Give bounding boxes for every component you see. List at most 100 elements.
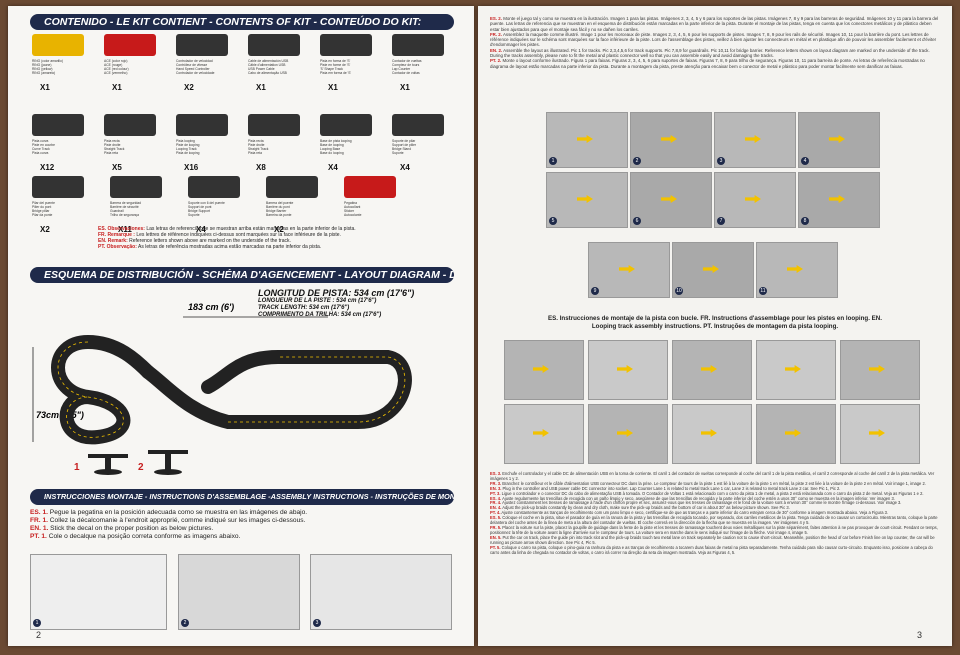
kit-item: Controlador de velocidad Contrôleur de v… (176, 34, 242, 104)
instr-es-5: ES. 5. Coloque el coche en la pista, sit… (490, 515, 938, 526)
intro-en: EN. 2. Assemble the layout as illustrate… (490, 47, 930, 59)
yellow-arrow-icon (617, 365, 633, 373)
left-page-number: 2 (36, 630, 42, 640)
looping-photo (588, 340, 668, 400)
kit-item: Pegatina Autocollant Sticker Autocolante (344, 176, 416, 246)
length-en: TRACK LENGTH: 534 cm (17'6") (258, 305, 350, 311)
assembly-step-1-text: ES. 1. Pegue la pegatina en la posición … (30, 509, 460, 541)
looping-photo (504, 404, 584, 464)
photo-number: 4 (801, 157, 809, 165)
track-layout-diagram (32, 316, 412, 445)
yellow-arrow-icon (577, 195, 593, 203)
kit-item-label: Soporte de pilar Support de pilier Bridg… (392, 139, 417, 155)
kit-item-quantity: X11 (118, 225, 132, 234)
kit-item-quantity: X2 (184, 83, 194, 92)
photo-number: 11 (759, 287, 767, 295)
length-pt: COMPRIMENTO DA TRILHA: 534 cm (17'6") (258, 312, 382, 318)
kit-item-quantity: X4 (196, 225, 206, 234)
kit-item-quantity: X12 (40, 163, 55, 172)
kit-item-image (110, 176, 162, 198)
support-photo: 5 (546, 172, 628, 228)
kit-item: ACE (color rojo) ACE (rouge) ACE (red co… (104, 34, 170, 104)
yellow-arrow-icon (701, 365, 717, 373)
sticker-step-2: 2 (178, 554, 300, 630)
kit-item-label: RING (color amarillo) RING (jaune) RING … (32, 59, 63, 75)
assembly-banner: INSTRUCCIONES MONTAJE - INSTRUCTIONS D'A… (30, 489, 454, 505)
intro-pt: PT. 2. Monte o layout conforme ilustrado… (490, 58, 925, 69)
right-page: ES. 2. Monte el juego tal y como se mues… (478, 6, 952, 646)
kit-item-image (176, 114, 228, 136)
layout-banner: ESQUEMA DE DISTRIBUCIÓN - SCHÉMA D'AGENC… (30, 267, 454, 283)
kit-item: RING (color amarillo) RING (jaune) RING … (32, 34, 98, 104)
support-photo: 10 (672, 242, 754, 298)
looping-photo (672, 340, 752, 400)
kit-item-quantity: X1 (256, 83, 266, 92)
yellow-arrow-icon (533, 365, 549, 373)
support-photo: 6 (630, 172, 712, 228)
obs-es: ES. Observaciones: Las letras de referen… (98, 226, 356, 232)
kit-item-label: Soporte con 6 del puente Support de pont… (188, 201, 225, 217)
obs-en: EN. Remark: Reference letters shown abov… (98, 238, 291, 244)
kit-item-quantity: X4 (400, 163, 410, 172)
photo-number: 2 (633, 157, 641, 165)
left-page: CONTENIDO - LE KIT CONTIENT - CONTENTS O… (8, 6, 474, 646)
yellow-arrow-icon (661, 135, 677, 143)
assembly-pt: PT. 1. Cole o decalque na posição corret… (30, 533, 241, 540)
instr-en-4: EN. 4. Adjust the pick-up braids constan… (490, 505, 790, 511)
kit-item-image (104, 114, 156, 136)
kit-item-quantity: X1 (328, 83, 338, 92)
stand-2-icon (148, 450, 188, 475)
yellow-arrow-icon (577, 135, 593, 143)
looping-photo (504, 340, 584, 400)
kit-item-image (266, 176, 318, 198)
support-photo: 11 (756, 242, 838, 298)
instr-en-3: EN. 3. Plug in the controller and USB po… (490, 485, 841, 491)
kit-item-quantity: X1 (40, 83, 50, 92)
yellow-arrow-icon (533, 429, 549, 437)
photo-number: 7 (717, 217, 725, 225)
kit-item-label: Pista recta Piste droite Straight Track … (104, 139, 125, 155)
sticker-steps: 1 2 3 (30, 554, 460, 632)
yellow-arrow-icon (661, 195, 677, 203)
photo-number: 5 (549, 217, 557, 225)
photo-number: 1 (549, 157, 557, 165)
kit-item-label: Barrera del puente Barrière du pont Brid… (266, 201, 294, 217)
sticker-step-3: 3 (310, 554, 452, 630)
photo-number: 6 (633, 217, 641, 225)
kit-item: Base de pista looping Base de looping Lo… (320, 114, 386, 184)
kit-item-quantity: X1 (112, 83, 122, 92)
length-fr: LONGUEUR DE LA PISTE : 534 cm (17'6") (258, 298, 377, 304)
stand-1-icon (88, 454, 128, 475)
photo-number: 10 (675, 287, 683, 295)
looping-photo (840, 340, 920, 400)
kit-item-image (392, 34, 444, 56)
kit-item: Pilar del puente Pilier du pont Bridge p… (32, 176, 104, 246)
kit-item-quantity: X1 (400, 83, 410, 92)
kit-item-quantity: X8 (256, 163, 266, 172)
stand-label-2: 2 (138, 462, 144, 473)
kit-item: Barrera de seguridad Barrière de sécurit… (110, 176, 182, 246)
kit-item: Pista recta Piste droite Straight Track … (248, 114, 314, 184)
looping-photo (588, 404, 668, 464)
kit-item-image (32, 114, 84, 136)
looping-photo (756, 340, 836, 400)
length-es: LONGITUD DE PISTA: 534 cm (17'6") (258, 288, 415, 298)
kit-item-image (104, 34, 156, 56)
photo-number: 9 (591, 287, 599, 295)
contents-banner: CONTENIDO - LE KIT CONTIENT - CONTENTS O… (30, 14, 454, 30)
intro-fr: FR. 2. Assemblez la maquette comme illus… (490, 31, 937, 48)
instr-fr-3: FR. 3. Branchez le contrôleur et le câbl… (490, 480, 926, 486)
kit-item-image (320, 34, 372, 56)
obs-pt: PT. Observação: As letras de referência … (98, 244, 322, 250)
kit-item-image (32, 176, 84, 198)
kit-item-label: Base de pista looping Base de looping Lo… (320, 139, 352, 155)
kit-item-quantity: X4 (328, 163, 338, 172)
kit-item: Cable de alimentación USB Câble d'alimen… (248, 34, 314, 104)
kit-item-label: Pegatina Autocollant Sticker Autocolante (344, 201, 362, 217)
support-photo: 8 (798, 172, 880, 228)
yellow-arrow-icon (745, 135, 761, 143)
assembly-intro-text: ES. 2. Monte el juego tal y como se mues… (490, 16, 942, 69)
instr-en-5: EN. 5. Put the car on track, place the g… (490, 534, 935, 545)
kit-item-label: Pilar del puente Pilier du pont Bridge p… (32, 201, 55, 217)
dimension-width: 183 cm (6') (188, 302, 235, 312)
